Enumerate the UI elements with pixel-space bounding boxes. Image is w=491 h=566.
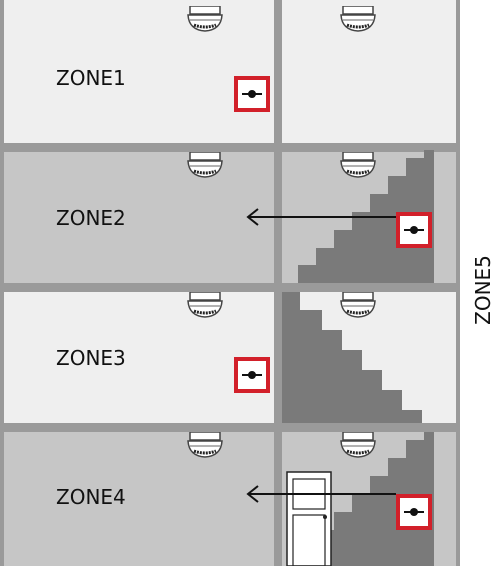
staircase-icon (282, 292, 422, 423)
smoke-detector-icon (339, 432, 377, 459)
smoke-detector-icon (186, 152, 224, 179)
manual-call-point-icon (396, 212, 432, 248)
side-zone-label: ZONE5 (471, 255, 491, 325)
manual-call-point-icon (234, 357, 270, 393)
zone-label: ZONE3 (56, 346, 126, 370)
smoke-detector-icon (339, 152, 377, 179)
smoke-detector-icon (186, 6, 224, 33)
zone-label: ZONE1 (56, 66, 126, 90)
manual-call-point-icon (234, 76, 270, 112)
room-zone1-left (4, 0, 274, 143)
smoke-detector-icon (186, 432, 224, 459)
arrow-left-icon (246, 208, 396, 226)
smoke-detector-icon (186, 292, 224, 319)
staircase-icon (298, 432, 434, 566)
zone-label: ZONE4 (56, 485, 126, 509)
smoke-detector-icon (339, 6, 377, 33)
room-zone3-left (4, 292, 274, 423)
door-icon (286, 471, 332, 566)
arrow-left-icon (246, 485, 396, 503)
room-zone2-left (4, 152, 274, 283)
room-zone4-left (4, 432, 274, 566)
zone-label: ZONE2 (56, 206, 126, 230)
smoke-detector-icon (339, 292, 377, 319)
manual-call-point-icon (396, 494, 432, 530)
